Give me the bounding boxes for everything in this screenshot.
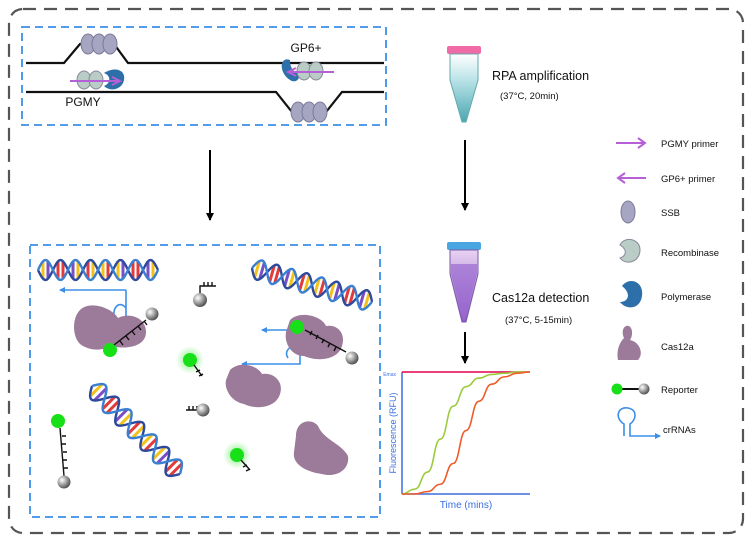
legend-item-cas12a: Cas12a bbox=[617, 325, 694, 360]
chart-ytick: Emax bbox=[383, 372, 396, 378]
legend: PGMY primer GP6+ primer SSB Recombinase … bbox=[611, 137, 719, 439]
rpa-title: RPA amplification bbox=[492, 69, 589, 83]
legend-label: crRNAs bbox=[663, 425, 696, 436]
legend-item-ssb: SSB bbox=[620, 200, 680, 224]
legend-label: PGMY primer bbox=[661, 139, 718, 150]
dna-helix bbox=[36, 258, 160, 282]
legend-item-polymerase: Polymerase bbox=[620, 281, 711, 308]
dna-helix bbox=[88, 382, 184, 478]
reporter-glowing bbox=[223, 441, 251, 472]
ssb-cluster-bottom bbox=[290, 101, 328, 123]
rpa-conditions: (37°C, 20min) bbox=[500, 91, 559, 102]
reporter-quenched bbox=[193, 282, 216, 307]
cas12a-protein bbox=[74, 305, 146, 350]
legend-label: SSB bbox=[661, 208, 680, 219]
legend-item-pgmy: PGMY primer bbox=[616, 137, 718, 150]
legend-label: Cas12a bbox=[661, 342, 694, 353]
dna-helix bbox=[250, 259, 374, 311]
reporter-cleaved bbox=[103, 307, 159, 357]
recombinase-icon bbox=[619, 238, 641, 263]
legend-label: Recombinase bbox=[661, 248, 719, 259]
reporter-cleaved bbox=[290, 320, 359, 365]
legend-item-recombinase: Recombinase bbox=[619, 238, 719, 263]
cas12a-tube-icon bbox=[447, 242, 481, 323]
gp6-complex bbox=[281, 59, 334, 82]
detection-panel bbox=[29, 244, 381, 518]
cas12a-protein bbox=[225, 364, 281, 408]
cas12a-protein bbox=[293, 421, 349, 476]
fluorescence-chart: Emax Fluorescence (RFU) Time (mins) bbox=[383, 371, 531, 511]
gp6-label: GP6+ bbox=[290, 41, 321, 55]
cas12a-conditions: (37°C, 5-15min) bbox=[505, 315, 572, 326]
ssb-icon bbox=[620, 200, 636, 224]
legend-label: Reporter bbox=[661, 385, 698, 396]
detection-illustration bbox=[36, 258, 374, 489]
reporter-icon bbox=[611, 383, 650, 395]
legend-label: GP6+ primer bbox=[661, 174, 715, 185]
legend-item-crrna: crRNAs bbox=[617, 407, 696, 439]
cas12a-icon bbox=[617, 325, 641, 360]
reporter-intact bbox=[51, 414, 71, 489]
reporter-glowing bbox=[176, 346, 204, 377]
pgmy-complex bbox=[70, 69, 125, 90]
outer-frame bbox=[7, 7, 745, 535]
legend-item-reporter: Reporter bbox=[611, 383, 698, 396]
legend-item-gp6: GP6+ primer bbox=[616, 172, 715, 185]
ssb-cluster-top bbox=[80, 33, 118, 55]
crrna-icon bbox=[617, 407, 661, 439]
legend-label: Polymerase bbox=[661, 292, 711, 303]
dna-strand-top bbox=[26, 42, 384, 65]
chart-series-line bbox=[401, 371, 530, 495]
cas12a-title: Cas12a detection bbox=[492, 291, 589, 305]
rpa-tube-icon bbox=[447, 46, 481, 123]
reporter-quencher-fragment bbox=[186, 403, 210, 417]
polymerase-icon bbox=[620, 281, 643, 308]
chart-ylabel: Fluorescence (RFU) bbox=[388, 392, 398, 473]
rpa-panel bbox=[21, 26, 387, 126]
chart-series-line bbox=[402, 371, 531, 495]
crrna-guide bbox=[60, 290, 127, 318]
chart-xlabel: Time (mins) bbox=[440, 500, 492, 511]
pgmy-label: PGMY bbox=[65, 95, 100, 109]
